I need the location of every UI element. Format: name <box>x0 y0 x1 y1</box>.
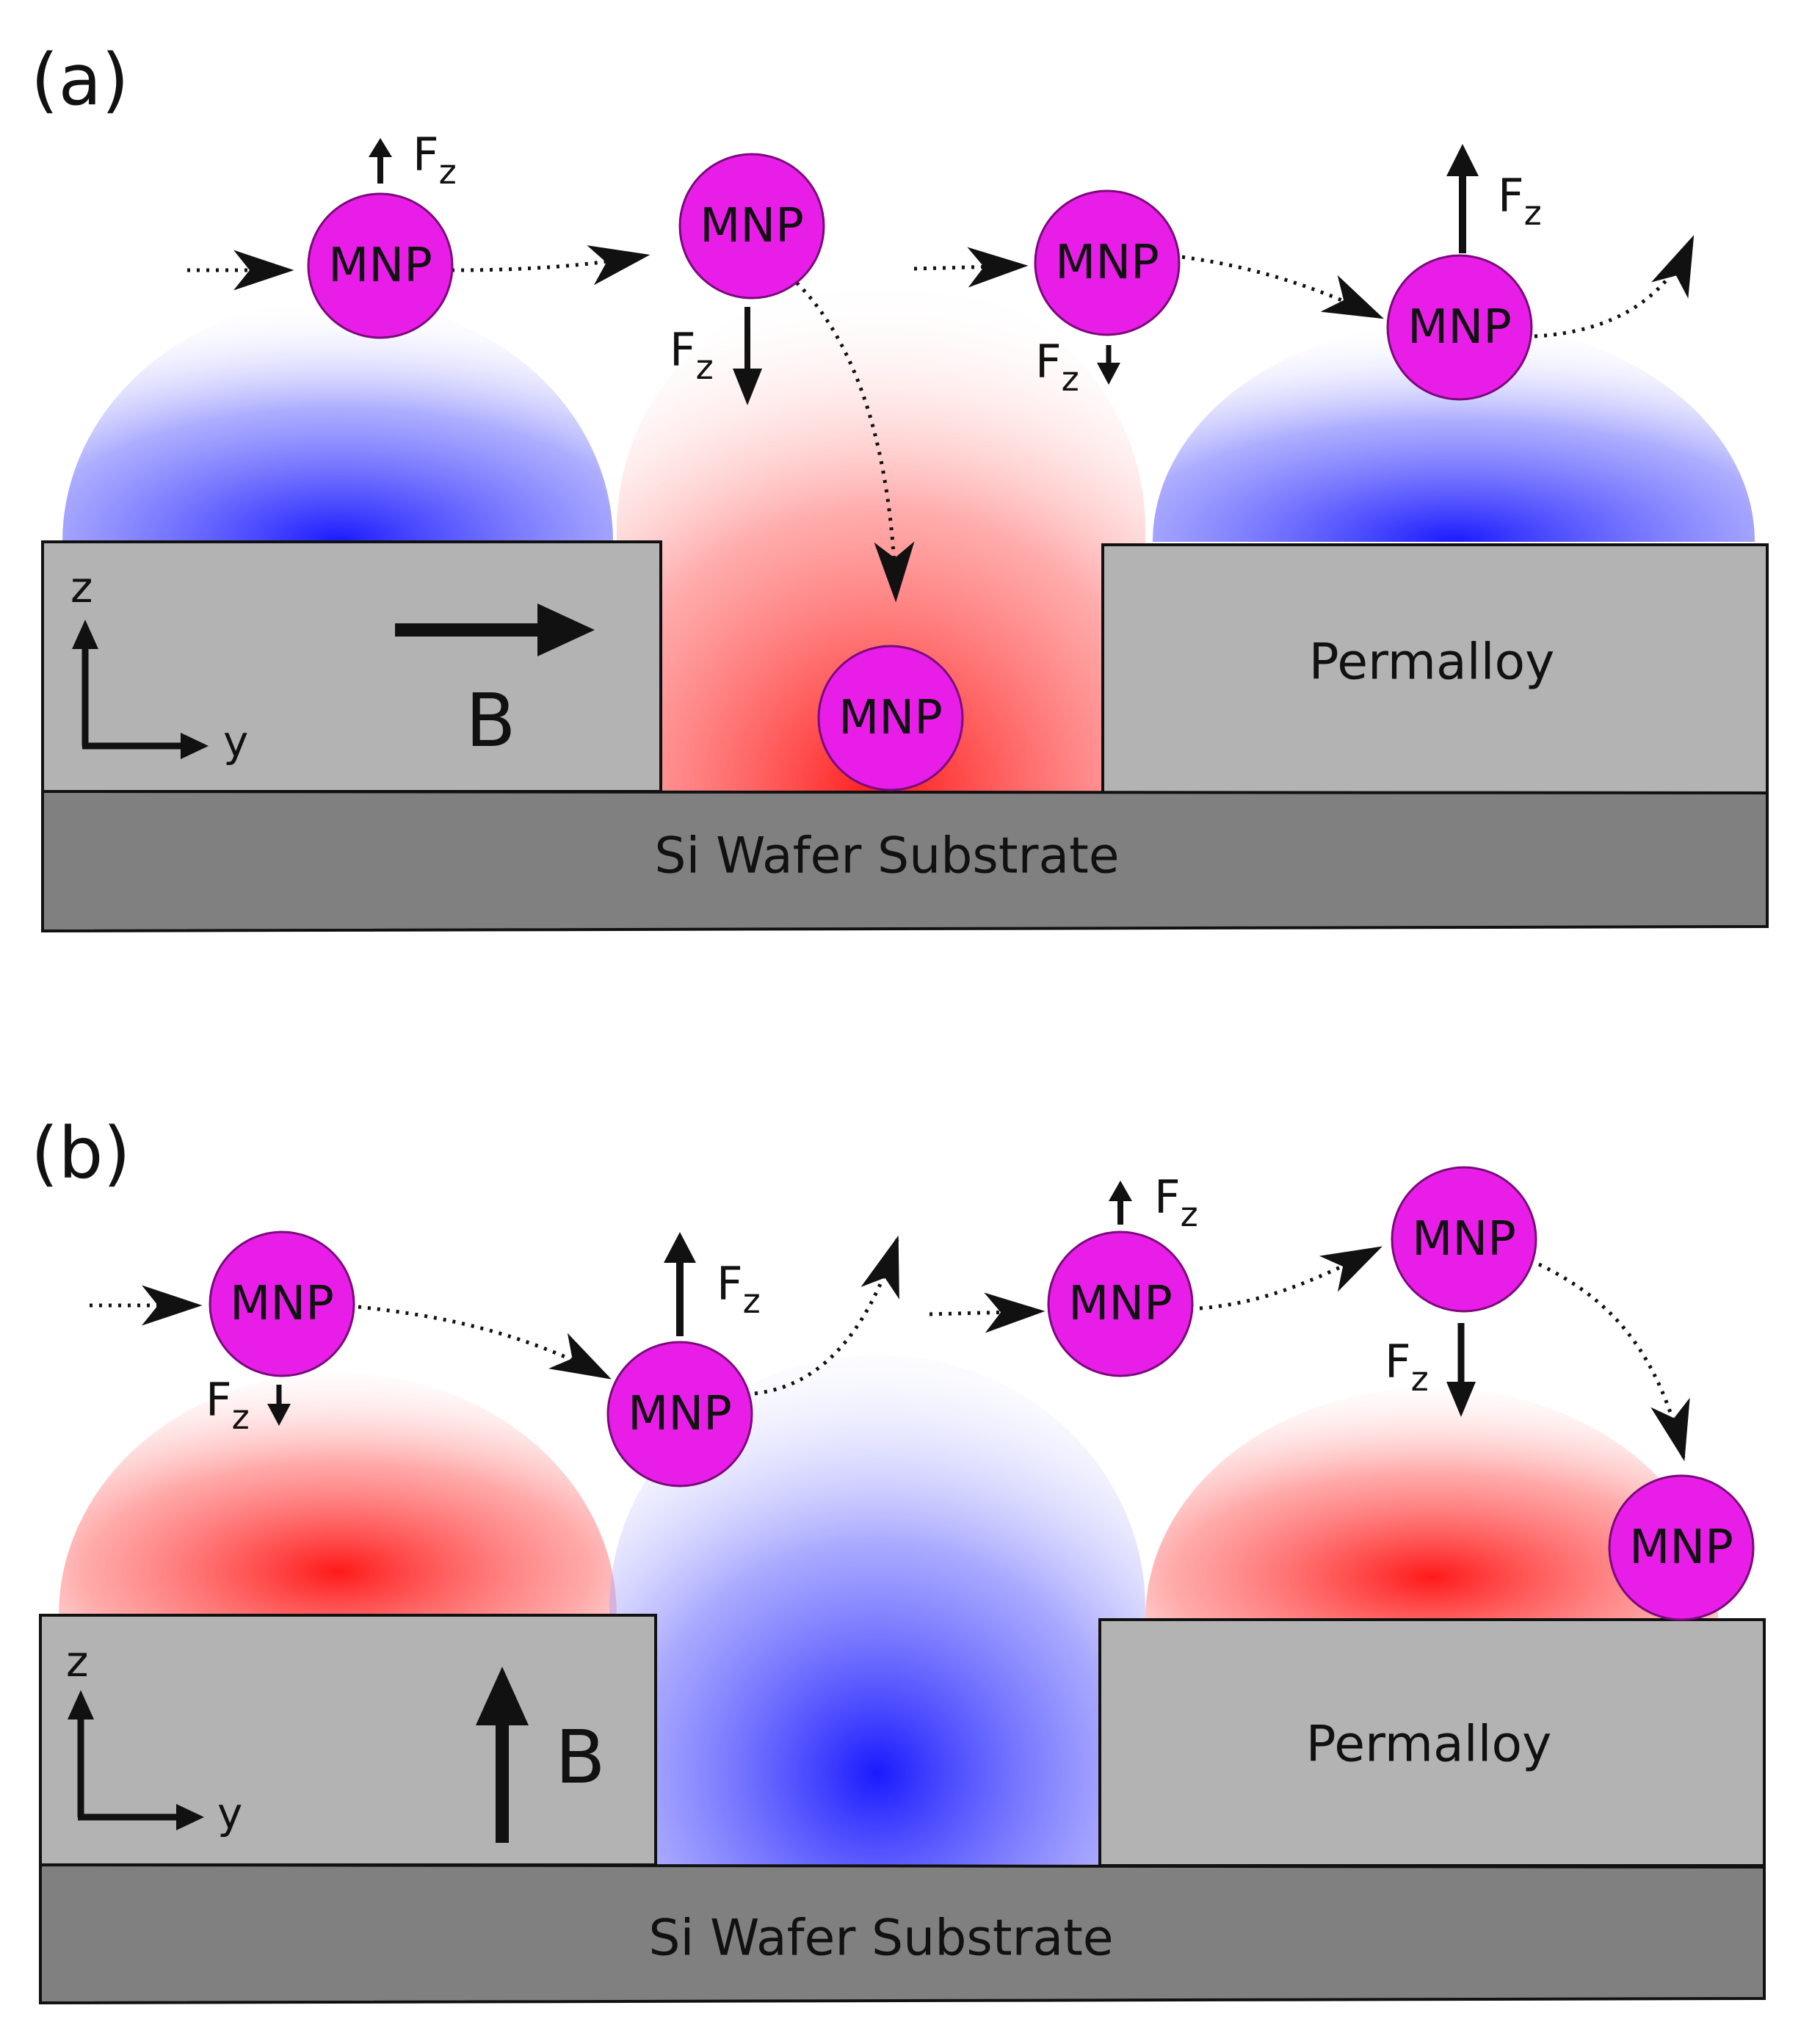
axis-y-label: y <box>217 1788 242 1838</box>
nanoparticle-label: MNP <box>230 1277 334 1331</box>
panel-a: (a) Permalloy Si Wafer Substrate z y B <box>31 39 1769 933</box>
trajectory-path <box>451 245 651 286</box>
permalloy-label: Permalloy <box>1309 634 1555 692</box>
force-label: Fz <box>206 1373 250 1437</box>
field-label: B <box>465 678 516 764</box>
force-label: Fz <box>670 323 714 387</box>
permalloy-label: Permalloy <box>1306 1716 1552 1774</box>
force-arrow-down-icon <box>1097 345 1120 385</box>
panel-label: (b) <box>31 1112 131 1195</box>
substrate-layer <box>41 789 1769 933</box>
nanoparticle: MNP <box>1391 1166 1537 1313</box>
force-label: Fz <box>1385 1335 1429 1399</box>
force-label: Fz <box>1035 335 1079 399</box>
permalloy-block-left <box>41 540 662 793</box>
force-label: Fz <box>717 1257 761 1321</box>
nanoparticle-label: MNP <box>628 1387 732 1441</box>
axis-indicator: z y <box>66 1637 242 1838</box>
field-cloud-left <box>59 1373 617 1615</box>
trajectory-path <box>929 1292 1046 1333</box>
nanoparticle: MNP <box>1386 254 1533 401</box>
force-arrow-up-icon <box>1109 1181 1132 1225</box>
axis-y-label: y <box>223 717 248 766</box>
nanoparticle-label: MNP <box>1629 1521 1733 1575</box>
trajectory-path <box>358 1305 612 1380</box>
nanoparticle-label: MNP <box>838 691 943 745</box>
axis-arrow-icon <box>181 733 209 759</box>
nanoparticle-label: MNP <box>1407 300 1512 355</box>
trajectory-path <box>1534 234 1695 338</box>
axis-arrow-icon <box>176 1804 204 1830</box>
trajectory-path <box>1199 1246 1383 1311</box>
nanoparticle-label: MNP <box>1055 236 1159 290</box>
nanoparticle: MNP <box>1034 189 1181 336</box>
force-arrow-up-icon <box>369 138 392 184</box>
force-arrow-down-icon <box>267 1385 291 1426</box>
field-vector-arrow-icon <box>476 1667 529 1843</box>
axis-arrow-icon <box>72 620 98 649</box>
trajectory-path <box>1181 255 1384 319</box>
nanoparticle: MNP <box>307 192 454 339</box>
force-arrow-up-icon <box>1446 144 1479 253</box>
field-cloud-left <box>62 299 613 542</box>
nanoparticle: MNP <box>209 1231 355 1377</box>
permalloy-block-right <box>1101 543 1769 794</box>
nanoparticle-label: MNP <box>1412 1212 1516 1266</box>
field-vector-arrow-icon <box>395 604 595 656</box>
axis-z-label: z <box>70 562 93 612</box>
substrate-label: Si Wafer Substrate <box>654 827 1119 885</box>
force-arrow-down-icon <box>733 307 762 405</box>
nanoparticle-label: MNP <box>328 239 432 293</box>
substrate-layer <box>39 1863 1766 2005</box>
trajectory-path <box>754 1235 899 1396</box>
field-cloud-right <box>1145 1388 1718 1619</box>
panel-label: (a) <box>31 39 129 121</box>
axis-z-label: z <box>66 1637 88 1686</box>
nanoparticle-trapped: MNP <box>1608 1474 1755 1621</box>
field-cloud-right <box>1153 322 1755 542</box>
nanoparticle: MNP <box>678 153 825 300</box>
trajectory-path <box>1537 1262 1690 1462</box>
force-label: Fz <box>413 128 457 192</box>
nanoparticle-label: MNP <box>1068 1277 1173 1331</box>
nanoparticle: MNP <box>606 1341 753 1487</box>
permalloy-block-right <box>1098 1618 1766 1867</box>
force-arrow-up-icon <box>664 1232 696 1336</box>
nanoparticle-label: MNP <box>700 199 804 253</box>
field-cloud-gap <box>617 275 1145 791</box>
field-label: B <box>555 1714 606 1800</box>
field-cloud-gap <box>609 1355 1145 1865</box>
nanoparticle-trapped: MNP <box>817 645 964 791</box>
panel-b: (b) Permalloy Si Wafer Substrate z y B <box>31 1112 1766 2005</box>
force-label: Fz <box>1154 1170 1198 1234</box>
axis-indicator: z y <box>70 562 248 766</box>
trajectory-path <box>913 247 1029 288</box>
force-label: Fz <box>1498 169 1542 233</box>
force-arrow-down-icon <box>1446 1323 1476 1417</box>
permalloy-block-left <box>39 1614 657 1866</box>
nanoparticle: MNP <box>1047 1231 1194 1377</box>
substrate-label: Si Wafer Substrate <box>648 1910 1113 1968</box>
axis-arrow-icon <box>68 1690 94 1719</box>
